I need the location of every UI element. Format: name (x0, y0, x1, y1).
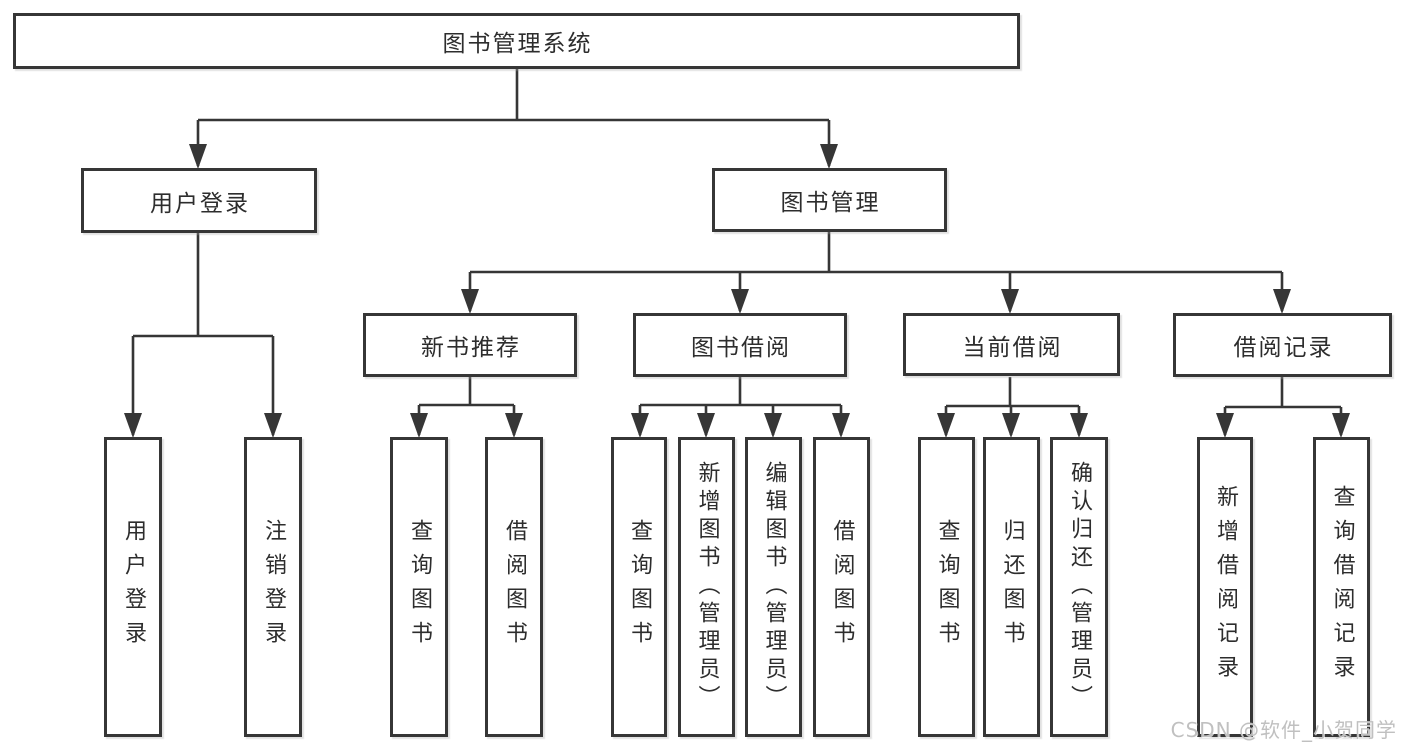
leaf-label: 查询图书 (407, 519, 432, 655)
leaf-label: 新增图书（管理员） (694, 461, 720, 713)
leaf-borrow-books-recommend: 借阅图书 (485, 437, 543, 737)
leaf-label: 查询借阅记录 (1329, 485, 1355, 689)
leaf-search-books-recommend: 查询图书 (390, 437, 448, 737)
leaf-label: 查询图书 (627, 519, 652, 655)
node-current-borrow: 当前借阅 (903, 313, 1120, 376)
leaf-label: 借阅图书 (829, 519, 855, 655)
leaf-label: 注销登录 (261, 519, 286, 655)
node-book-borrow: 图书借阅 (633, 313, 847, 377)
node-library-management-system: 图书管理系统 (13, 13, 1020, 69)
leaf-confirm-return-admin: 确认归还（管理员） (1050, 437, 1108, 737)
node-book-management: 图书管理 (712, 168, 947, 232)
leaf-search-borrow-record: 查询借阅记录 (1313, 437, 1370, 737)
node-user-login: 用户登录 (81, 168, 317, 233)
leaf-return-books: 归还图书 (983, 437, 1040, 737)
leaf-add-book-admin: 新增图书（管理员） (678, 437, 735, 737)
leaf-user-login: 用户登录 (104, 437, 162, 737)
leaf-label: 用户登录 (121, 519, 146, 655)
leaf-label: 编辑图书（管理员） (761, 461, 787, 713)
leaf-borrow-books-borrow: 借阅图书 (813, 437, 870, 737)
leaf-label: 新增借阅记录 (1213, 485, 1238, 689)
leaf-search-books-borrow: 查询图书 (611, 437, 667, 737)
leaf-search-books-current: 查询图书 (918, 437, 975, 737)
leaf-label: 归还图书 (999, 519, 1025, 655)
leaf-label: 借阅图书 (502, 519, 527, 655)
leaf-label: 查询图书 (934, 519, 960, 655)
node-new-book-recommend: 新书推荐 (363, 313, 577, 377)
leaf-edit-book-admin: 编辑图书（管理员） (745, 437, 802, 737)
watermark: CSDN @软件_小贺同学 (1170, 718, 1397, 742)
leaf-add-borrow-record: 新增借阅记录 (1197, 437, 1253, 737)
leaf-logout: 注销登录 (244, 437, 302, 737)
leaf-label: 确认归还（管理员） (1067, 461, 1092, 713)
node-borrow-records: 借阅记录 (1173, 313, 1392, 377)
